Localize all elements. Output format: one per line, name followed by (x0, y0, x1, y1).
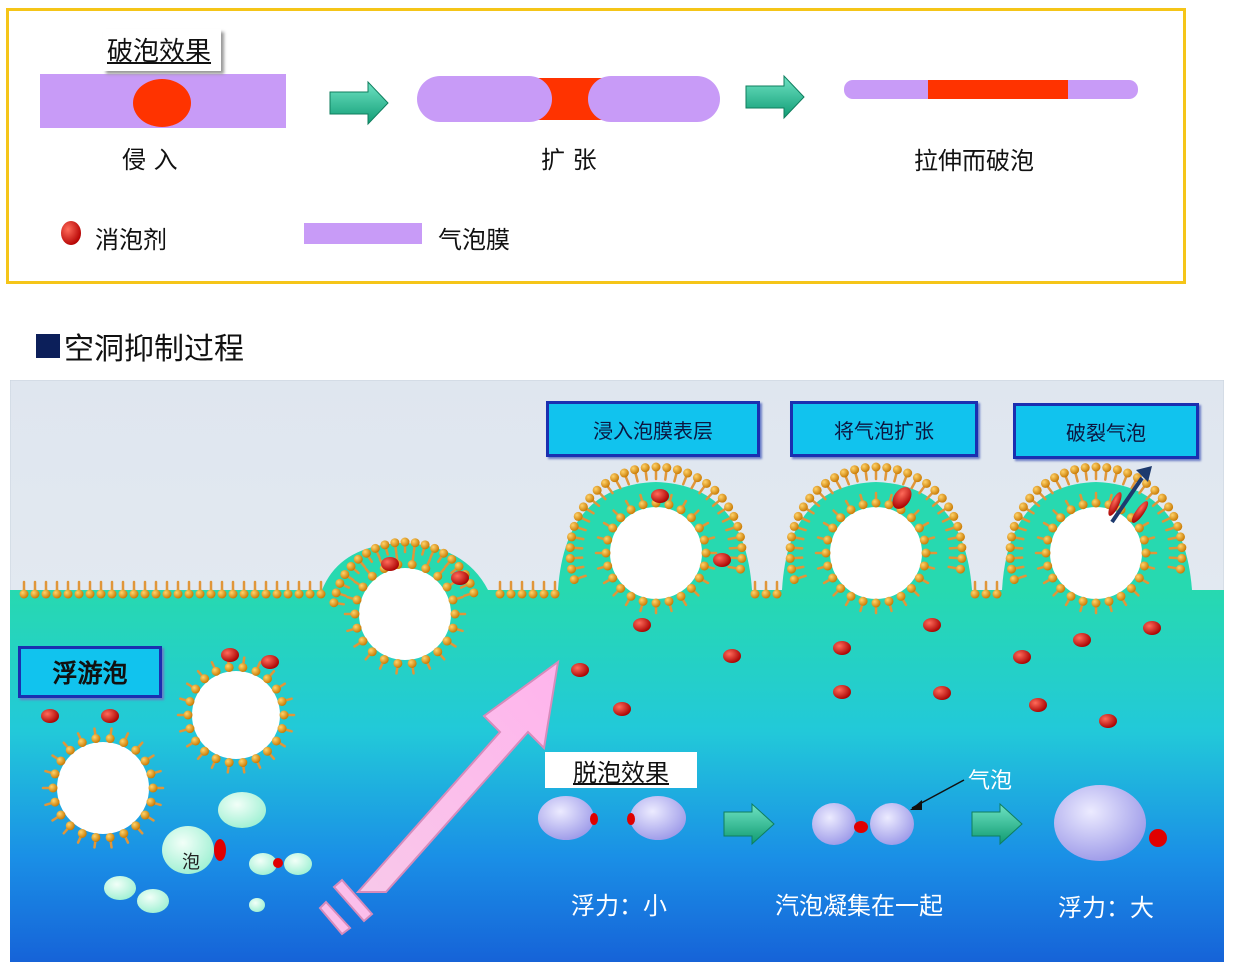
buoyancy-small-label: 浮力：小 (571, 892, 667, 920)
bubble-label: 泡 (182, 852, 200, 873)
cavity-suppression-scene (10, 380, 1224, 962)
step-box-expand: 将气泡扩张 (790, 401, 978, 457)
deaeration-sequence (538, 779, 1167, 861)
film-end-left (844, 80, 938, 99)
step-box-rupture: 破裂气泡 (1013, 403, 1199, 459)
legend-film-label: 气泡膜 (438, 226, 510, 254)
surfactant-layer (19, 462, 1187, 849)
film-end-right (1058, 80, 1138, 99)
section-title: 空洞抑制过程 (36, 324, 244, 368)
defoamer-drops (41, 487, 1161, 728)
rupture-arrow-icon (1110, 466, 1152, 524)
film-lobe-right (588, 76, 720, 122)
arrow-right-icon (971, 802, 1023, 846)
gas-bubble-label: 气泡 (968, 769, 1013, 794)
arrow-right-icon (723, 802, 775, 846)
floating-bubble-label: 浮游泡 (18, 646, 162, 698)
panel-title: 破泡效果 (103, 29, 222, 71)
square-bullet-icon (36, 334, 60, 358)
small-bubbles (104, 792, 312, 913)
step-label-stretch: 拉伸而破泡 (914, 147, 1034, 175)
step-label-expand: 扩 张 (541, 146, 597, 174)
defoamer-band-stretch (928, 80, 1068, 99)
buoyancy-large-label: 浮力：大 (1058, 894, 1154, 922)
film-lobe-left (417, 76, 552, 122)
defoamer-legend-icon (61, 221, 81, 245)
rising-arrow-icon (318, 659, 560, 936)
legend-defoamer-label: 消泡剂 (95, 226, 167, 254)
step-label-invade: 侵 入 (122, 146, 178, 174)
arrow-right-icon (329, 80, 389, 126)
coalesce-label: 汽泡凝集在一起 (775, 892, 943, 920)
section-title-text: 空洞抑制过程 (64, 332, 244, 367)
defoamer-drop-invade (133, 79, 191, 127)
step-box-immerse: 浸入泡膜表层 (546, 401, 760, 457)
deaeration-title: 脱泡效果 (545, 752, 697, 788)
defoam-mechanism-graphic (40, 74, 1138, 245)
arrow-right-icon (745, 74, 805, 120)
film-legend-swatch (304, 223, 422, 244)
